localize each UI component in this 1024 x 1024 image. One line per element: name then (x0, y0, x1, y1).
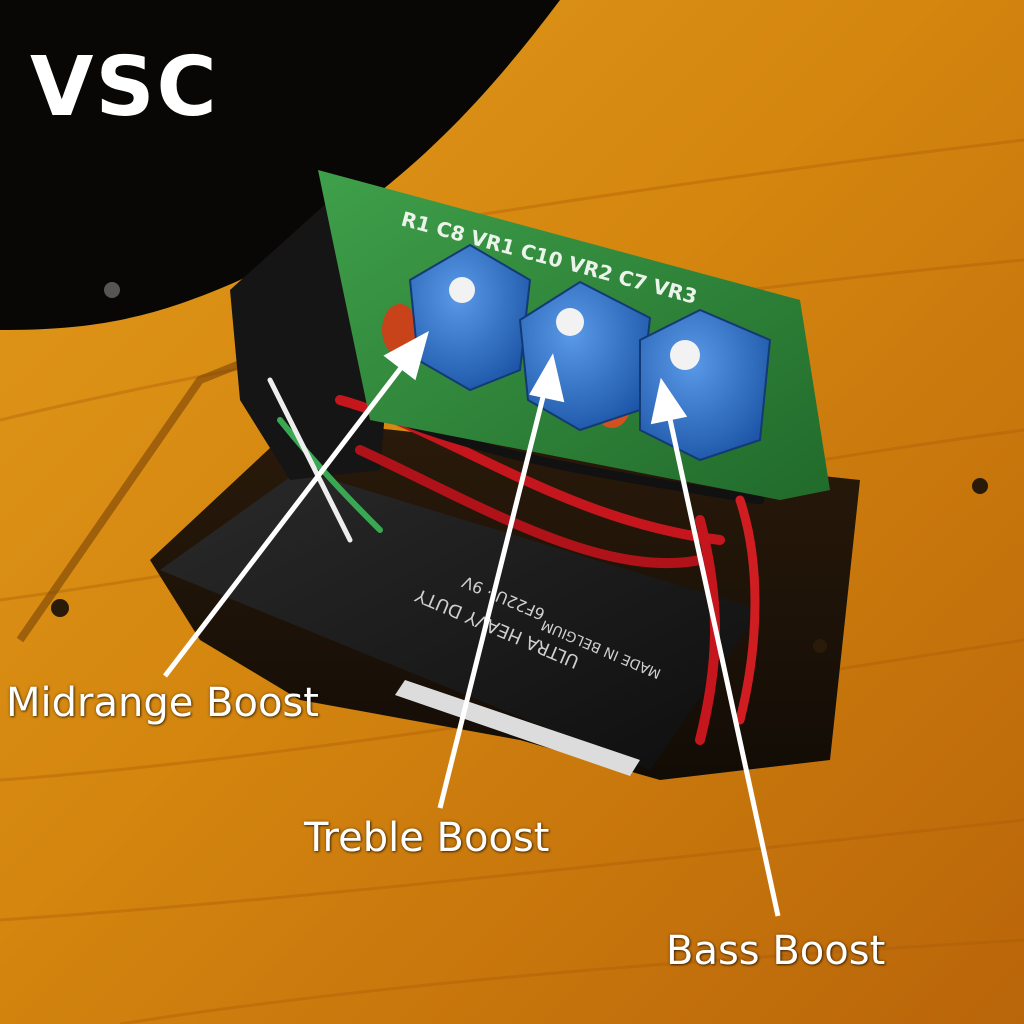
label-treble-boost: Treble Boost (304, 815, 550, 861)
arrow-midrange-head (383, 331, 429, 381)
battery-icon: ULTRA HEAVY DUTY 6F22U · 9V MADE IN BELG… (160, 470, 760, 776)
arrow-treble (437, 384, 549, 809)
arrow-treble-head (529, 353, 565, 403)
image-title: VSC (30, 40, 219, 135)
pickguard-shadow (0, 0, 560, 330)
annotation-arrows (163, 331, 781, 917)
arrow-bass-head (650, 377, 688, 425)
screw-holes (51, 282, 988, 653)
label-midrange-boost: Midrange Boost (6, 680, 319, 726)
cavity-edge (16, 356, 252, 643)
label-bass-boost: Bass Boost (666, 928, 886, 974)
arrow-midrange (163, 354, 412, 678)
arrow-bass (665, 409, 781, 917)
